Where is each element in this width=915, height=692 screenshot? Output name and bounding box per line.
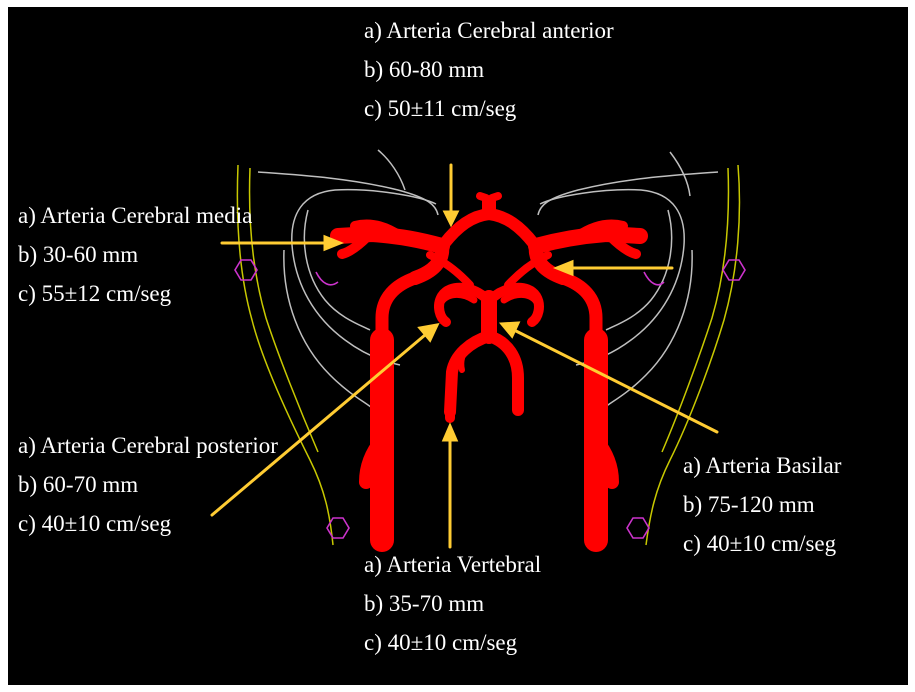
posterior-velocity: c) 40±10 cm/seg [18,504,278,543]
vertebral-velocity: c) 40±10 cm/seg [364,623,541,662]
superior-cerebellar-artery-left [440,294,474,304]
label-middle-cerebral: a) Arteria Cerebral media b) 30-60 mm c)… [18,196,252,313]
anterior-length: b) 60-80 mm [364,50,614,89]
media-velocity: c) 55±12 cm/seg [18,274,252,313]
skull-outline-left-outer [258,172,438,215]
artery-network [338,196,640,540]
basilar-branch-right [489,336,518,410]
basilar-length: b) 75-120 mm [683,485,841,524]
anterior-communicating-artery [444,214,534,244]
ear-marker-right-lower [627,518,649,538]
superior-cerebellar-artery-right [504,294,538,304]
anterior-velocity: c) 50±11 cm/seg [364,89,614,128]
arrow-vertebral [444,426,456,547]
posterior-name: a) Arteria Cerebral posterior [18,426,278,465]
arrow-anterior [445,165,457,224]
anterior-name: a) Arteria Cerebral anterior [364,11,614,50]
skull-outline-left-curl [378,150,405,190]
label-vertebral: a) Arteria Vertebral b) 35-70 mm c) 40±1… [364,545,541,662]
vertebral-name: a) Arteria Vertebral [364,545,541,584]
basilar-velocity: c) 40±10 cm/seg [683,524,841,563]
media-length: b) 30-60 mm [18,235,252,274]
arrow-basilar [502,323,717,432]
label-basilar: a) Arteria Basilar b) 75-120 mm c) 40±10… [683,446,841,563]
label-anterior-cerebral: a) Arteria Cerebral anterior b) 60-80 mm… [364,11,614,128]
ear-marker-left-hook [316,272,338,285]
media-name: a) Arteria Cerebral media [18,196,252,235]
basilar-name: a) Arteria Basilar [683,446,841,485]
posterior-length: b) 60-70 mm [18,465,278,504]
vertebral-length: b) 35-70 mm [364,584,541,623]
skull-outline-right-outer [538,172,718,215]
arrow-media-right [557,262,672,274]
label-posterior-cerebral: a) Arteria Cerebral posterior b) 60-70 m… [18,426,278,543]
